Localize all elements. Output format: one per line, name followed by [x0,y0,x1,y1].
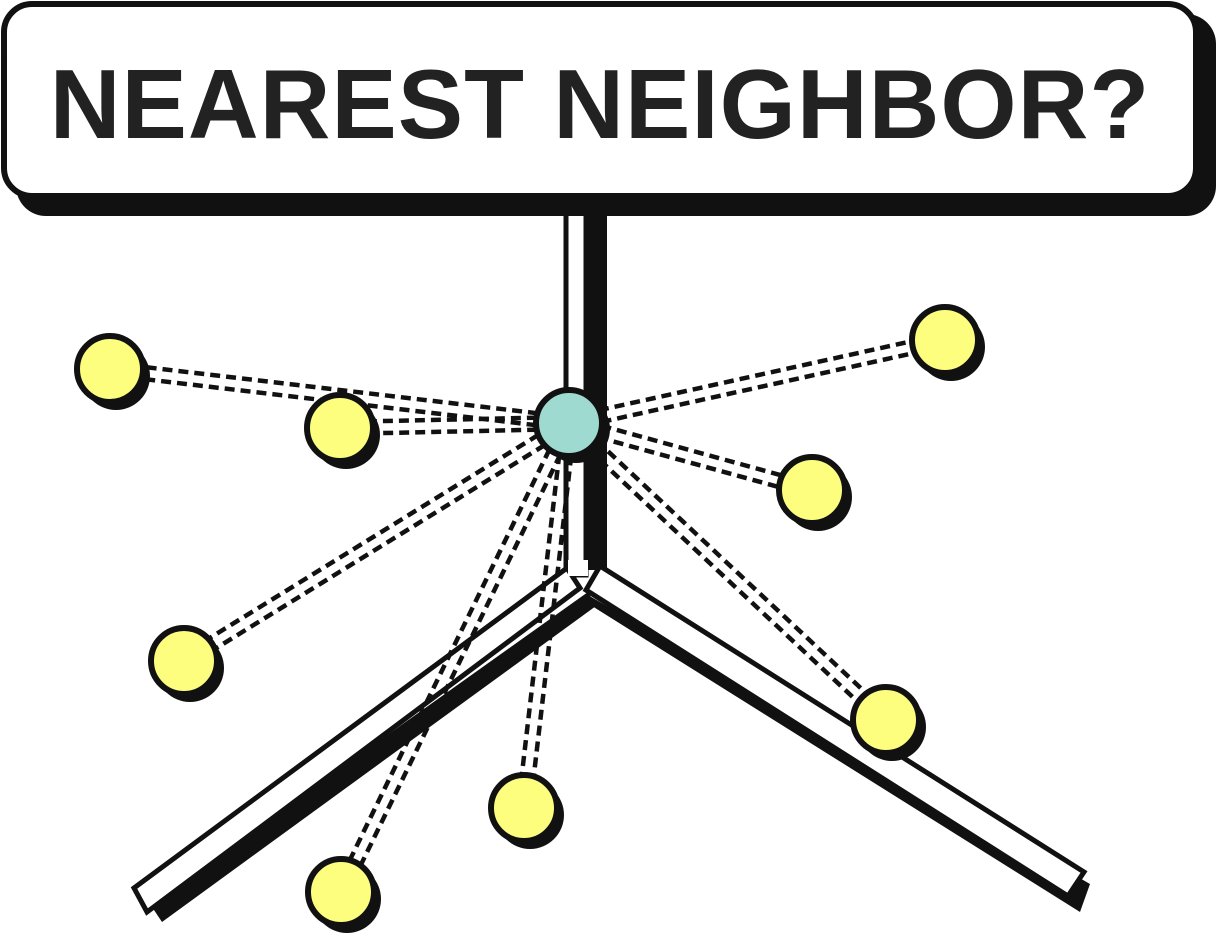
sign-title: NEAREST NEIGHBOR? [50,49,1151,159]
distance-line-6-a [571,416,892,718]
right-leg [582,562,1088,900]
distance-line-5-b [179,415,568,658]
distance-line-8-b [333,419,566,891]
distance-line-5-a [185,426,574,669]
neighbor-point-5 [148,625,220,697]
distance-line-8-a [344,424,577,896]
neighbor-point-3 [909,304,981,376]
distance-line-3-b [569,343,947,432]
distance-line-7-b [515,422,566,808]
title-sign: NEAREST NEIGHBOR? [1,1,1216,216]
leg-joint [568,560,588,576]
distance-line-4-a [569,415,815,487]
neighbor-point-7 [488,772,560,844]
tripod-legs [130,560,1090,922]
neighbor-point-8 [305,856,377,928]
query-point-group [533,387,610,463]
query-point [533,387,605,459]
left-leg [130,564,584,916]
distance-line-1-b [110,360,570,420]
neighbor-point-1 [74,333,146,405]
distance-line-6-b [563,425,884,727]
neighbor-point-2 [304,392,376,464]
neighbor-point-4 [776,454,848,526]
neighbor-point-6 [850,684,922,756]
distance-line-7-a [527,423,578,809]
left-leg-shadow [150,592,596,922]
sign-board [1,1,1199,199]
distance-line-2-a [340,426,570,437]
distance-line-4-b [566,426,812,498]
neighbor-points [74,304,985,933]
post-shadow [588,205,607,570]
distance-line-3-a [567,331,945,420]
distance-lines [109,331,947,896]
distance-line-2-b [339,414,569,425]
